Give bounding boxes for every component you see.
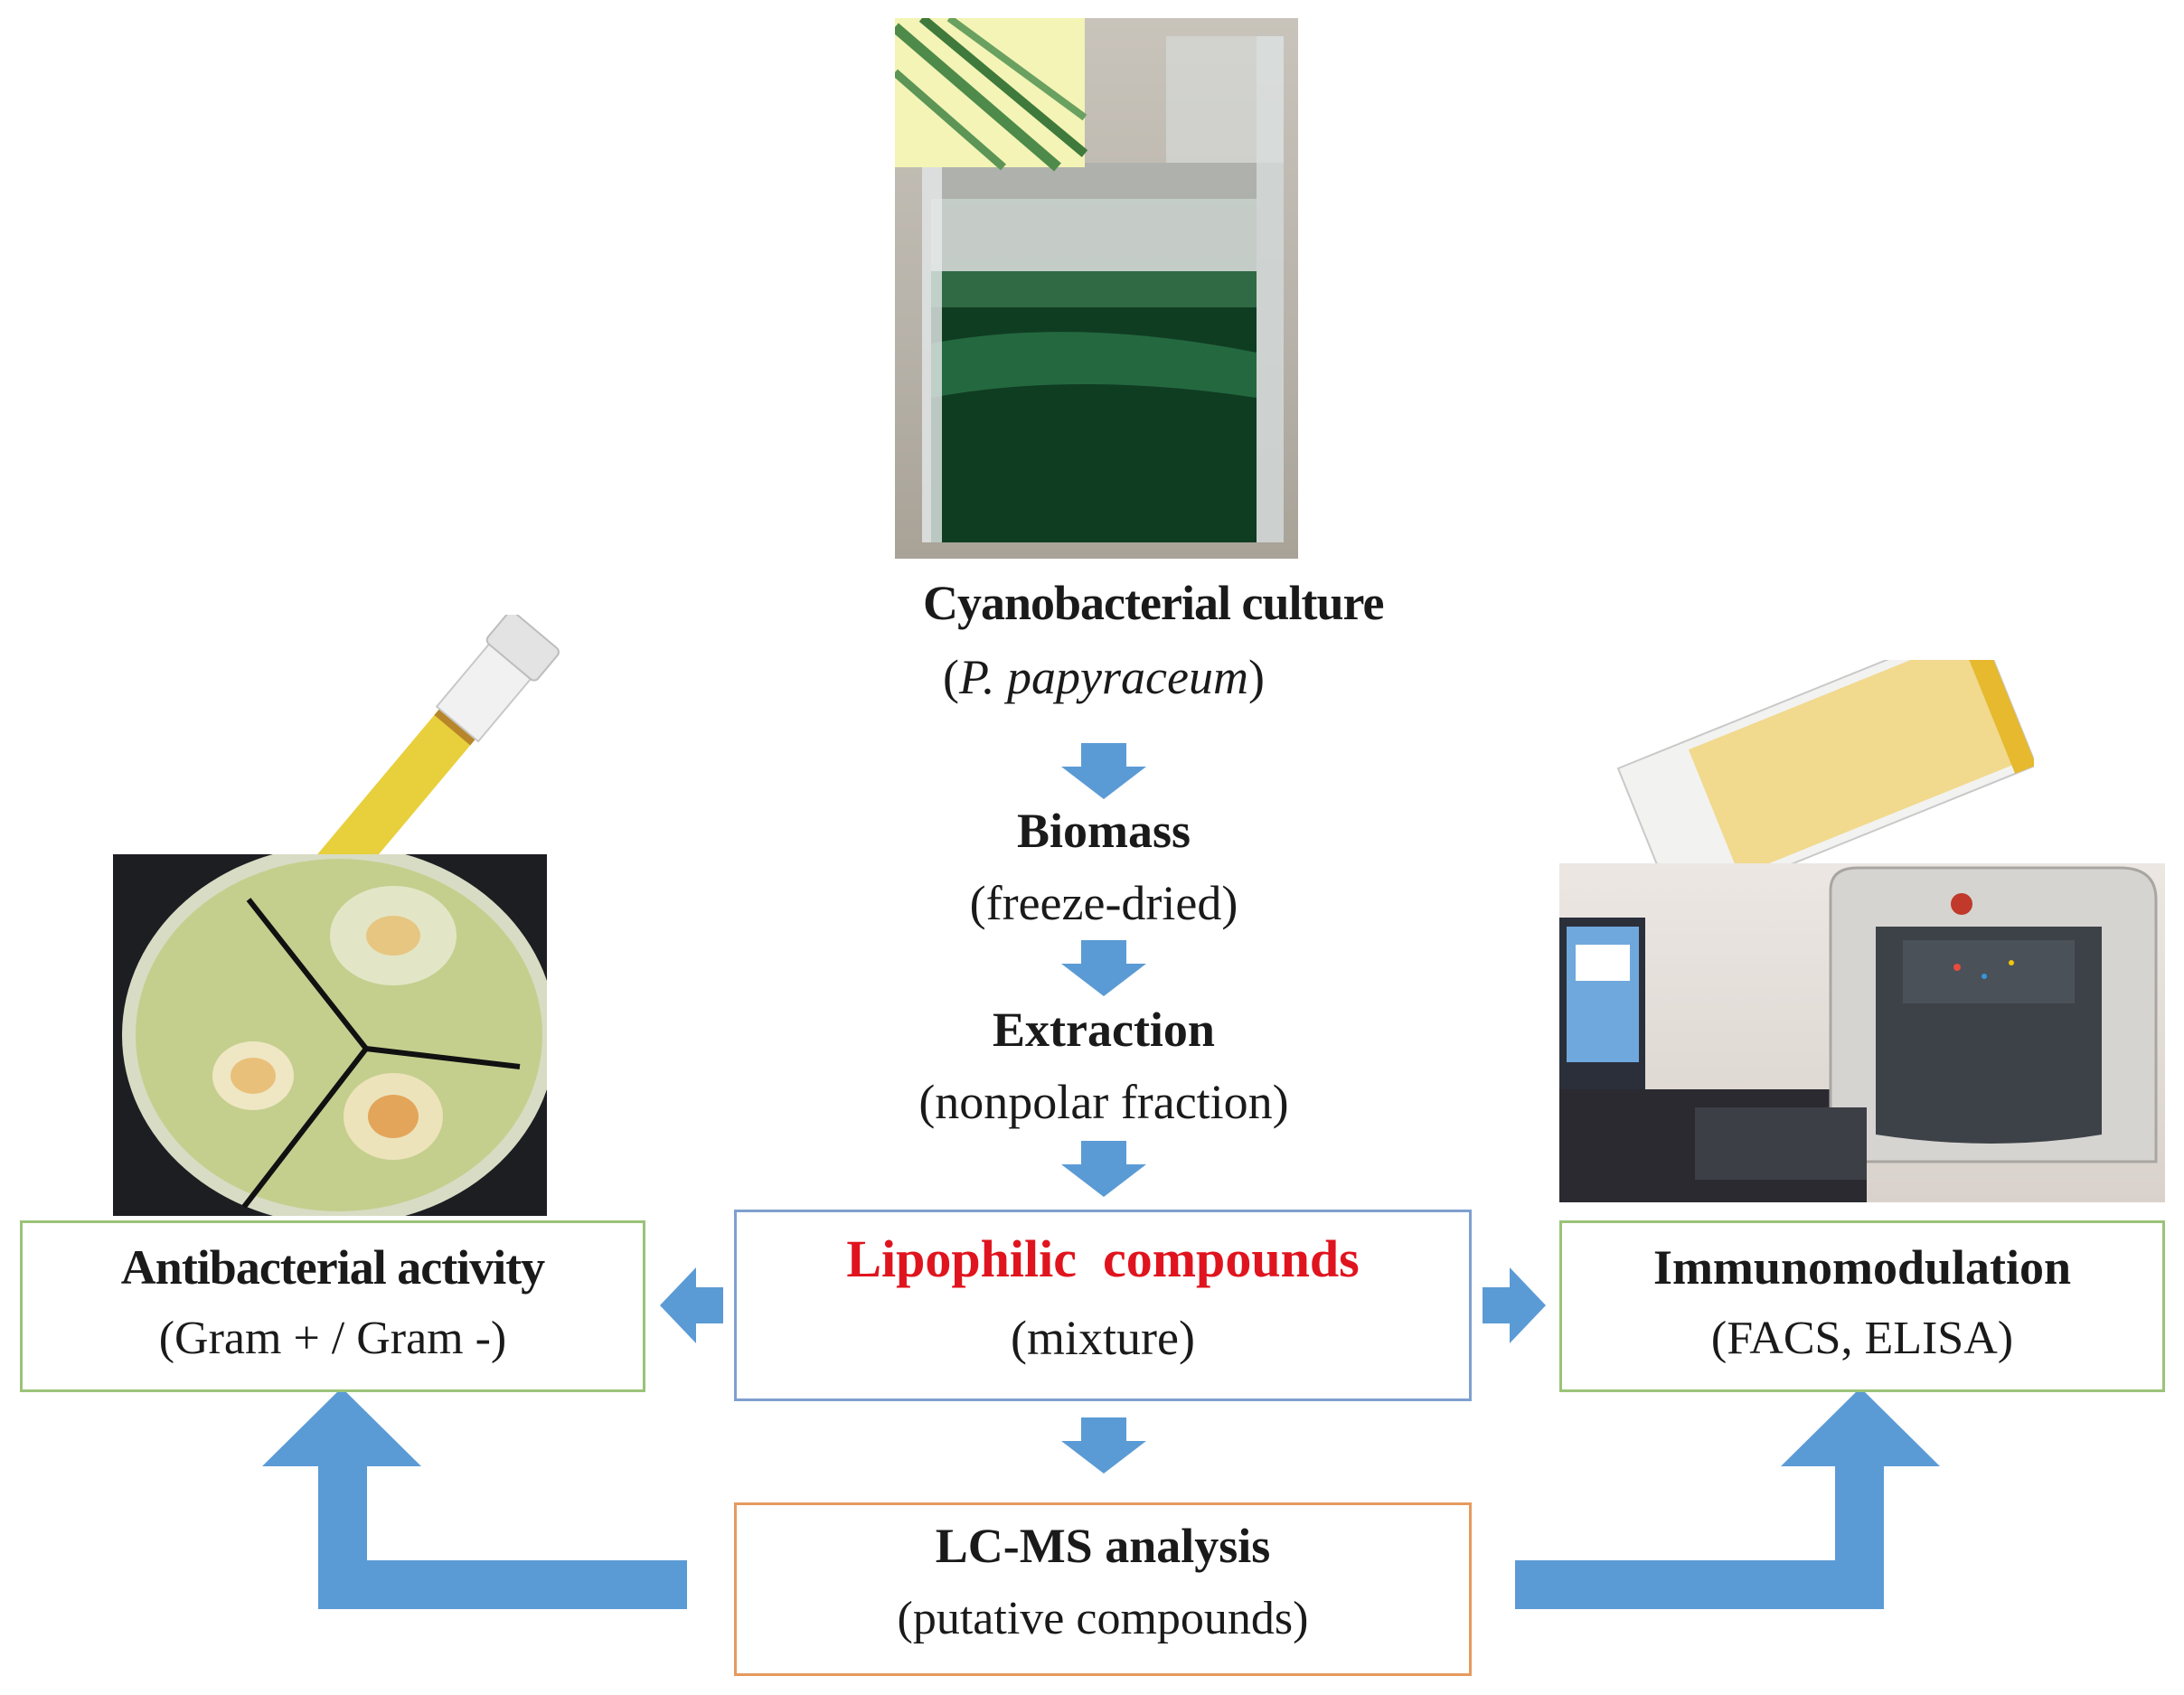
culture-subtitle: (P. papyraceum) xyxy=(923,649,1285,705)
arrow-down-3-icon xyxy=(1061,1141,1146,1197)
immunomodulation-box: Immunomodulation (FACS, ELISA) xyxy=(1559,1220,2165,1392)
test-tube-icon xyxy=(298,615,560,859)
flow-cytometer-icon xyxy=(1559,866,2158,1202)
extraction-title: Extraction xyxy=(993,1003,1215,1057)
antibacterial-activity-title: Antibacterial activity xyxy=(120,1240,545,1295)
bent-arrow-right-icon xyxy=(1515,1388,1940,1609)
arrow-down-4-icon xyxy=(1061,1417,1146,1474)
arrow-right-icon xyxy=(1483,1267,1546,1343)
test-tube-photo xyxy=(298,615,588,859)
culture-subtitle-open: ( xyxy=(943,650,960,704)
culture-flask-photo xyxy=(895,18,1298,559)
culture-title: Cyanobacterial culture xyxy=(923,576,1384,630)
microplate-icon xyxy=(1616,660,2034,877)
culture-subtitle-species: P. papyraceum xyxy=(959,650,1248,704)
immunomodulation-title: Immunomodulation xyxy=(1652,1240,2072,1295)
lc-ms-analysis-box: LC-MS analysis (putative compounds) xyxy=(734,1502,1472,1676)
biomass-title: Biomass xyxy=(1016,804,1191,858)
arrow-left-icon xyxy=(660,1267,723,1343)
petri-dish-icon xyxy=(122,854,547,1216)
antibacterial-activity-subtitle: (Gram + / Gram -) xyxy=(158,1313,507,1364)
microplate-photo xyxy=(1591,660,2034,877)
lipophilic-compounds-subtitle: (mixture) xyxy=(1011,1311,1195,1365)
biomass-subtitle: (freeze-dried) xyxy=(969,876,1238,930)
culture-subtitle-close: ) xyxy=(1247,650,1265,704)
immunomodulation-subtitle: (FACS, ELISA) xyxy=(1710,1313,2014,1364)
petri-dish-photo xyxy=(113,854,547,1216)
culture-flask-icon xyxy=(895,18,1284,542)
extraction-subtitle: (nonpolar fraction) xyxy=(918,1075,1289,1129)
flow-cytometer-photo xyxy=(1559,863,2165,1202)
lipophilic-compounds-title: Lipophilic compounds xyxy=(846,1229,1360,1288)
antibacterial-activity-box: Antibacterial activity (Gram + / Gram -) xyxy=(20,1220,645,1392)
arrow-down-2-icon xyxy=(1061,940,1146,996)
lc-ms-analysis-title: LC-MS analysis xyxy=(935,1519,1271,1573)
lipophilic-compounds-box: Lipophilic compounds (mixture) xyxy=(734,1210,1472,1401)
bent-arrow-left-icon xyxy=(262,1388,687,1609)
lc-ms-analysis-subtitle: (putative compounds) xyxy=(897,1593,1309,1644)
arrow-down-1-icon xyxy=(1061,743,1146,799)
